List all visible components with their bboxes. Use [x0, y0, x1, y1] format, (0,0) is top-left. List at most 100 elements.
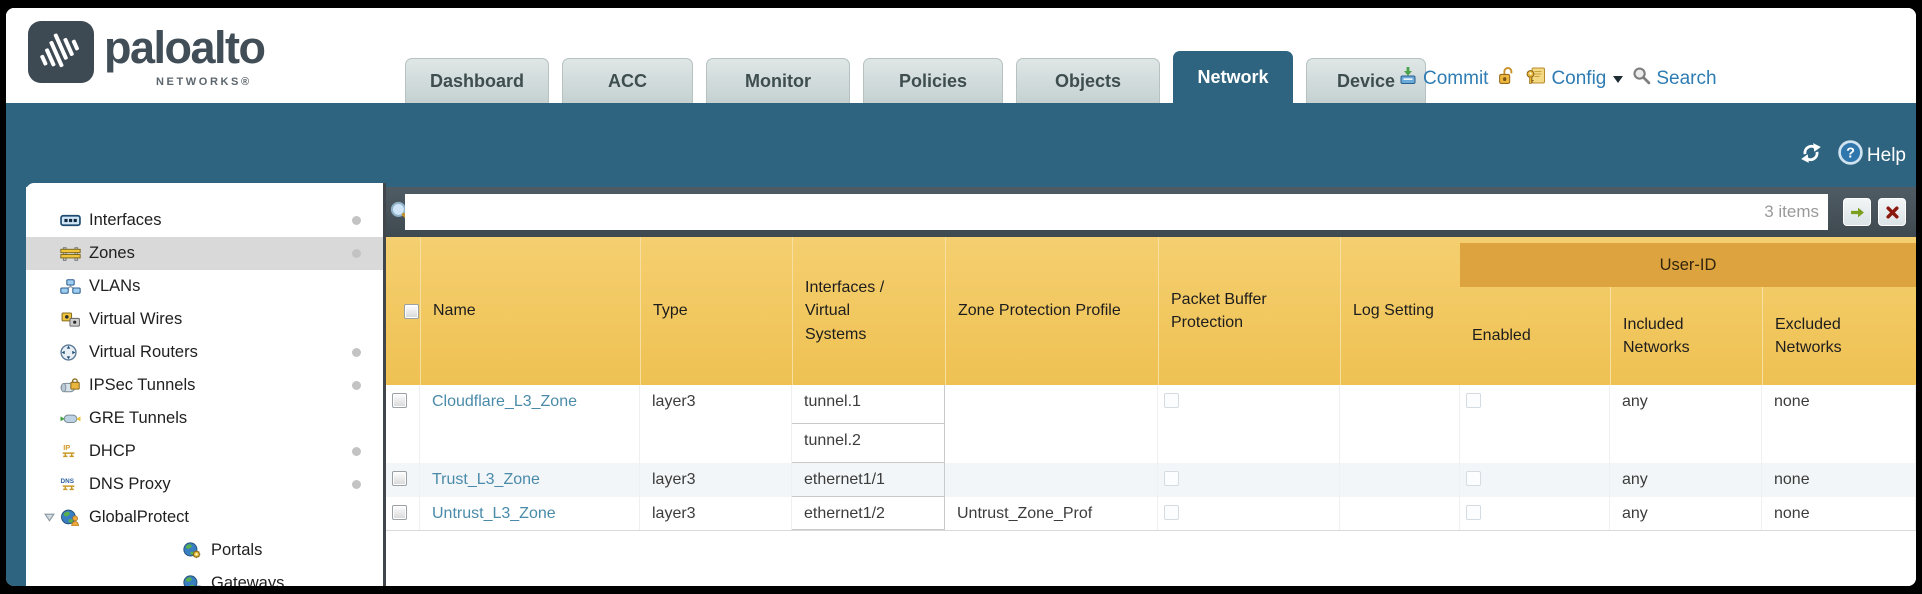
- zone-name-link[interactable]: Untrust_L3_Zone: [420, 497, 640, 530]
- main-nav-tabs: Dashboard ACC Monitor Policies Objects N…: [405, 51, 1426, 103]
- sidebar-item-virtual-routers[interactable]: Virtual Routers: [26, 336, 383, 369]
- commit-icon: [1398, 66, 1418, 91]
- left-teal-strip: [6, 103, 26, 586]
- tab-objects[interactable]: Objects: [1016, 58, 1160, 103]
- config-icon: [1525, 66, 1546, 91]
- interfaces-icon: [60, 212, 82, 229]
- sidebar-item-label: Gateways: [211, 574, 285, 586]
- user-id-enabled-checkbox[interactable]: [1466, 471, 1481, 486]
- sidebar-item-gre-tunnels[interactable]: GRE Tunnels: [26, 402, 383, 435]
- brand-sub: NETWORKS®: [156, 76, 252, 88]
- sidebar-item-zones[interactable]: Zones: [26, 237, 383, 270]
- filter-bar: 3 items: [386, 187, 1916, 237]
- tab-acc[interactable]: ACC: [562, 58, 693, 103]
- svg-text:IP: IP: [63, 443, 70, 452]
- sidebar-item-globalprotect[interactable]: GlobalProtect: [26, 501, 383, 534]
- lock-icon[interactable]: [1497, 66, 1516, 91]
- column-header-excluded-networks[interactable]: Excluded Networks: [1762, 287, 1916, 385]
- sidebar-item-portals[interactable]: Portals: [26, 534, 383, 567]
- tab-dashboard[interactable]: Dashboard: [405, 58, 549, 103]
- column-header-packet-buffer-protection[interactable]: Packet Buffer Protection: [1158, 237, 1340, 385]
- apply-filter-button[interactable]: [1843, 198, 1871, 226]
- items-count: 3 items: [1764, 202, 1819, 221]
- user-id-enabled-checkbox[interactable]: [1466, 505, 1481, 520]
- log-setting: [1340, 497, 1460, 530]
- help-button[interactable]: ? Help: [1837, 139, 1906, 172]
- sub-header-band: ? Help: [6, 103, 1916, 187]
- log-setting: [1340, 385, 1460, 463]
- refresh-icon[interactable]: [1799, 142, 1823, 169]
- zone-type: layer3: [640, 385, 792, 463]
- portals-icon: [182, 542, 204, 559]
- excluded-networks: none: [1762, 497, 1916, 530]
- tab-monitor[interactable]: Monitor: [706, 58, 850, 103]
- select-all-checkbox[interactable]: [404, 303, 419, 319]
- column-header-name[interactable]: Name: [420, 237, 640, 385]
- search-button[interactable]: Search: [1632, 66, 1717, 91]
- zone-name-link[interactable]: Trust_L3_Zone: [420, 463, 640, 497]
- user-id-group-header: User-ID: [1460, 243, 1916, 287]
- included-networks: any: [1610, 497, 1762, 530]
- packet-buffer-protection-checkbox[interactable]: [1164, 393, 1179, 408]
- column-header-log-setting[interactable]: Log Setting: [1340, 237, 1460, 385]
- zone-interfaces: ethernet1/2: [792, 497, 945, 530]
- table-row: Trust_L3_Zone layer3 ethernet1/1 any non…: [386, 463, 1916, 497]
- zones-table-header: Name Type Interfaces / Virtual Systems Z…: [386, 237, 1916, 385]
- zone-interfaces: tunnel.1 tunnel.2: [792, 385, 945, 463]
- brand-name: paloalto: [104, 22, 266, 73]
- log-setting: [1340, 463, 1460, 497]
- status-dot: [352, 249, 361, 258]
- sidebar-item-gateways[interactable]: Gateways: [26, 567, 383, 586]
- chevron-down-icon: [1613, 75, 1624, 88]
- column-header-zone-protection-profile[interactable]: Zone Protection Profile: [945, 237, 1158, 385]
- packet-buffer-protection-checkbox[interactable]: [1164, 505, 1179, 520]
- sidebar-item-virtual-wires[interactable]: Virtual Wires: [26, 303, 383, 336]
- table-row: Cloudflare_L3_Zone layer3 tunnel.1 tunne…: [386, 385, 1916, 463]
- gre-tunnels-icon: [60, 410, 82, 427]
- top-header: paloalto NETWORKS® Dashboard ACC Monitor…: [6, 8, 1916, 103]
- column-header-included-networks[interactable]: Included Networks: [1610, 287, 1762, 385]
- status-dot: [352, 348, 361, 357]
- sidebar-item-dns-proxy[interactable]: DNS DNS Proxy: [26, 468, 383, 501]
- sidebar-item-interfaces[interactable]: Interfaces: [26, 204, 383, 237]
- zones-table-body: Cloudflare_L3_Zone layer3 tunnel.1 tunne…: [386, 385, 1916, 531]
- clear-filter-button[interactable]: [1878, 198, 1906, 226]
- header-actions: Commit: [1398, 66, 1717, 91]
- expander-triangle-icon[interactable]: [38, 513, 60, 522]
- sidebar-item-label: IPSec Tunnels: [89, 376, 196, 394]
- included-networks: any: [1610, 463, 1762, 497]
- zones-icon: [60, 245, 82, 262]
- filter-input[interactable]: [405, 194, 1765, 230]
- row-checkbox[interactable]: [392, 393, 407, 408]
- sidebar-item-label: Virtual Wires: [89, 310, 183, 328]
- zone-type: layer3: [640, 463, 792, 497]
- sidebar-item-dhcp[interactable]: IP DHCP: [26, 435, 383, 468]
- packet-buffer-protection-checkbox[interactable]: [1164, 471, 1179, 486]
- commit-button[interactable]: Commit: [1398, 66, 1488, 91]
- zone-name-link[interactable]: Cloudflare_L3_Zone: [420, 385, 640, 463]
- sidebar-item-ipsec-tunnels[interactable]: IPSec Tunnels: [26, 369, 383, 402]
- user-id-enabled-checkbox[interactable]: [1466, 393, 1481, 408]
- sidebar-item-vlans[interactable]: VLANs: [26, 270, 383, 303]
- status-dot: [352, 480, 361, 489]
- globalprotect-icon: [60, 509, 82, 526]
- column-header-enabled[interactable]: Enabled: [1472, 327, 1531, 345]
- zone-protection-profile: Untrust_Zone_Prof: [945, 497, 1158, 530]
- user-id-column-group: User-ID Enabled Included Networks Exclud…: [1460, 237, 1916, 385]
- sidebar-item-label: GlobalProtect: [89, 508, 189, 526]
- zone-type: layer3: [640, 497, 792, 530]
- column-header-type[interactable]: Type: [640, 237, 792, 385]
- config-menu[interactable]: Config: [1525, 66, 1624, 91]
- column-header-interfaces[interactable]: Interfaces / Virtual Systems: [792, 237, 945, 385]
- row-checkbox[interactable]: [392, 471, 407, 486]
- tab-policies[interactable]: Policies: [863, 58, 1003, 103]
- svg-text:?: ?: [1846, 146, 1855, 162]
- interface-entry: tunnel.1: [792, 385, 945, 424]
- excluded-networks: none: [1762, 463, 1916, 497]
- row-checkbox[interactable]: [392, 505, 407, 520]
- status-dot: [352, 381, 361, 390]
- network-sidebar: Interfaces Zones: [26, 183, 383, 586]
- tab-network[interactable]: Network: [1173, 51, 1293, 103]
- dns-proxy-icon: DNS: [60, 476, 82, 493]
- sidebar-item-label: Portals: [211, 541, 263, 559]
